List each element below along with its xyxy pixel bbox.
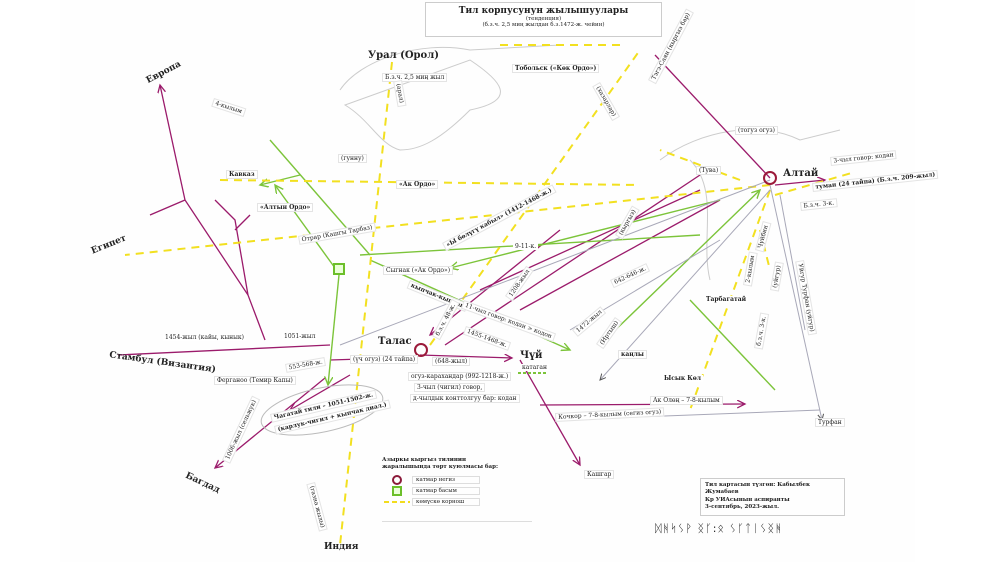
otrar-layer-square-icon	[333, 263, 345, 275]
purple-routes	[117, 54, 825, 468]
place-turfan: Турфан	[815, 418, 845, 428]
place-ak-ordo: «Ак Ордо»	[396, 180, 439, 190]
talas-core-circle-icon	[414, 343, 428, 357]
map-period: (б.з.ч. 2,5 миң жылдан б.з.1472-ж. чейин…	[482, 22, 605, 28]
legend-label: катмар басым	[412, 486, 480, 495]
place-kashgar: Кашгар	[584, 470, 615, 480]
note-tuva: (Тува)	[696, 166, 722, 176]
note-1454: 1454-жыл (кайы, кынык)	[163, 334, 246, 342]
place-altyn-ordo: «Алтын Ордо»	[257, 203, 314, 213]
map-subtitle: (тенденция)	[525, 16, 562, 22]
runic-inscription: ᛞᚻᛋᛊᚹ ᛝᚴ:ᛟ ᛊᚴᛏᛁᛊᛝᚻ	[655, 522, 783, 535]
legend-label: көмүскө корнош	[412, 497, 480, 506]
note-ural-date: Б.з.ч. 2,5 миң жыл	[382, 73, 448, 83]
green-square-icon	[392, 485, 402, 496]
legend-heading: Азыркы кыргыз тилинин жаралышында төрт к…	[382, 457, 498, 471]
place-talas: Талас	[378, 336, 412, 347]
map-title-box: Тил корпусунун жылышуулары (тенденция) (…	[425, 2, 662, 37]
credit-position: Кр УИАсынын аспиранты	[705, 496, 790, 503]
place-chui: Чүй	[520, 350, 543, 361]
place-altai: Алтай	[783, 168, 819, 179]
note-karakhan: огуз-карахандар (992-1218-ж.)	[408, 372, 512, 382]
legend-item: көмүскө корнош	[382, 496, 532, 507]
note-katagan: катаган	[520, 364, 549, 372]
note-govor3: 3-чыл (чигил) говор,	[414, 383, 486, 393]
gray-routes	[339, 179, 822, 420]
legend: Азыркы кыргыз тилинин жаралышында төрт к…	[382, 455, 532, 522]
altai-core-circle-icon	[763, 171, 777, 185]
dashed-line-icon	[384, 500, 410, 503]
chagatai-oval	[260, 384, 384, 436]
credit-date: 3-сентябрь, 2023-жыл.	[705, 504, 779, 511]
place-sygnak: Сыгнак («Ак Ордо»)	[383, 266, 454, 276]
map-title: Тил корпусунун жылышуулары	[458, 6, 629, 16]
legend-item: катмар басым	[382, 485, 532, 496]
note-temir-kapy: Ферганоо (Темир Капы)	[214, 376, 296, 386]
note-ak-olon: Ак Олөң – 7-8-кылым	[650, 396, 723, 406]
ural-sketch	[339, 44, 561, 151]
place-issyk-kul: Ысык Көл	[662, 375, 703, 383]
legend-label: катмар негиз	[412, 475, 480, 484]
place-ural: Урал (Орол)	[368, 50, 440, 61]
note-kangly: каңлы	[618, 350, 647, 360]
note-talas-year: (648-жыл)	[432, 357, 471, 367]
credit-box: Тил картасын түзгөн: Кабылбек Жумабаев К…	[700, 478, 845, 516]
note-toguz-oguz: (тогуз огуз)	[735, 126, 779, 136]
note-1051: 1051-жыл	[282, 333, 318, 341]
note-9-11: 9-11-к.	[513, 243, 539, 251]
note-talas-tribes: (үч огуз) (24 тайпа)	[350, 355, 419, 365]
circle-icon	[392, 474, 402, 485]
place-tarbagatai: Тарбагатай	[704, 296, 749, 304]
note-kontak: д-чылдык конттолгуу бар: кодан	[410, 394, 520, 404]
legend-item: катмар негиз	[382, 474, 532, 485]
place-india: Индия	[324, 542, 359, 552]
credit-author: Тил картасын түзгөн: Кабылбек Жумабаев	[705, 482, 811, 496]
note-hunnu: (гунну)	[338, 154, 367, 164]
place-tobolsk: Тобольск («Көк Ордо»)	[512, 64, 600, 74]
place-caucasus: Кавказ	[226, 170, 258, 180]
